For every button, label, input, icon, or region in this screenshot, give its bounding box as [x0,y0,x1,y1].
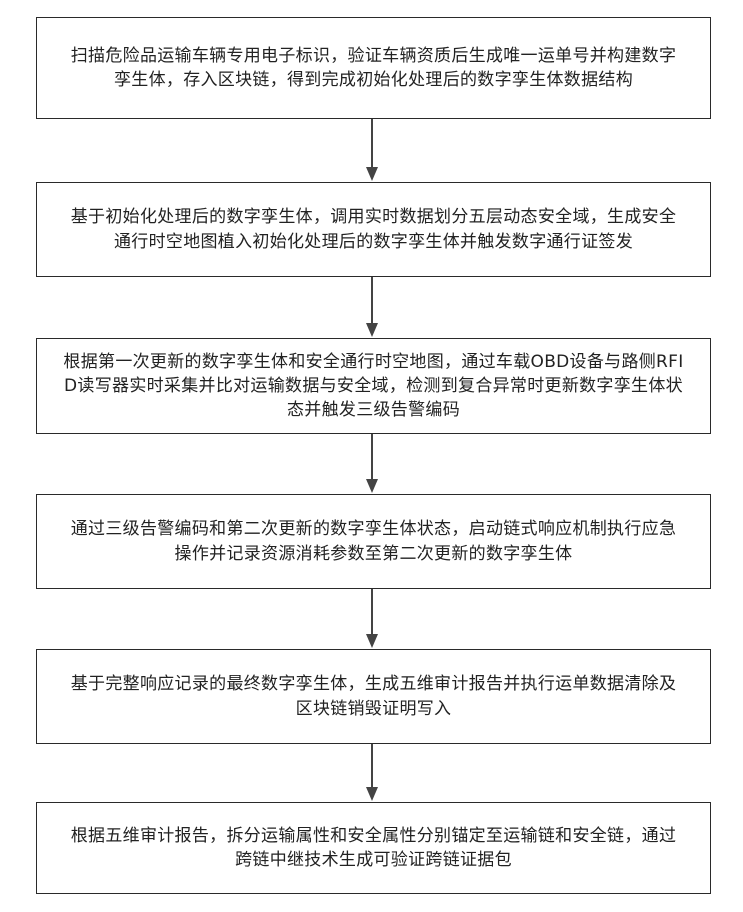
step-text-5: 基于完整响应记录的最终数字孪生体，生成五维审计报告并执行运单数据清除及区块链销毁… [63,672,684,720]
arrow-down-icon [364,434,380,494]
step-box-5: 基于完整响应记录的最终数字孪生体，生成五维审计报告并执行运单数据清除及区块链销毁… [36,649,711,744]
step-text-3: 根据第一次更新的数字孪生体和安全通行时空地图，通过车载OBD设备与路侧RFID读… [63,350,684,422]
arrow-down-icon [364,119,380,182]
step-text-4: 通过三级告警编码和第二次更新的数字孪生体状态，启动链式响应机制执行应急操作并记录… [63,517,684,565]
step-box-2: 基于初始化处理后的数字孪生体，调用实时数据划分五层动态安全域，生成安全通行时空地… [36,182,711,277]
arrow-down-icon [364,277,380,338]
step-box-6: 根据五维审计报告，拆分运输属性和安全属性分别锚定至运输链和安全链，通过跨链中继技… [36,802,711,894]
arrow-down-icon [364,589,380,649]
step-text-1: 扫描危险品运输车辆专用电子标识，验证车辆资质后生成唯一运单号并构建数字孪生体，存… [63,44,684,92]
step-box-3: 根据第一次更新的数字孪生体和安全通行时空地图，通过车载OBD设备与路侧RFID读… [36,338,711,434]
arrow-down-icon [364,744,380,802]
step-box-1: 扫描危险品运输车辆专用电子标识，验证车辆资质后生成唯一运单号并构建数字孪生体，存… [36,17,711,119]
step-box-4: 通过三级告警编码和第二次更新的数字孪生体状态，启动链式响应机制执行应急操作并记录… [36,494,711,589]
step-text-6: 根据五维审计报告，拆分运输属性和安全属性分别锚定至运输链和安全链，通过跨链中继技… [63,824,684,872]
step-text-2: 基于初始化处理后的数字孪生体，调用实时数据划分五层动态安全域，生成安全通行时空地… [63,205,684,253]
